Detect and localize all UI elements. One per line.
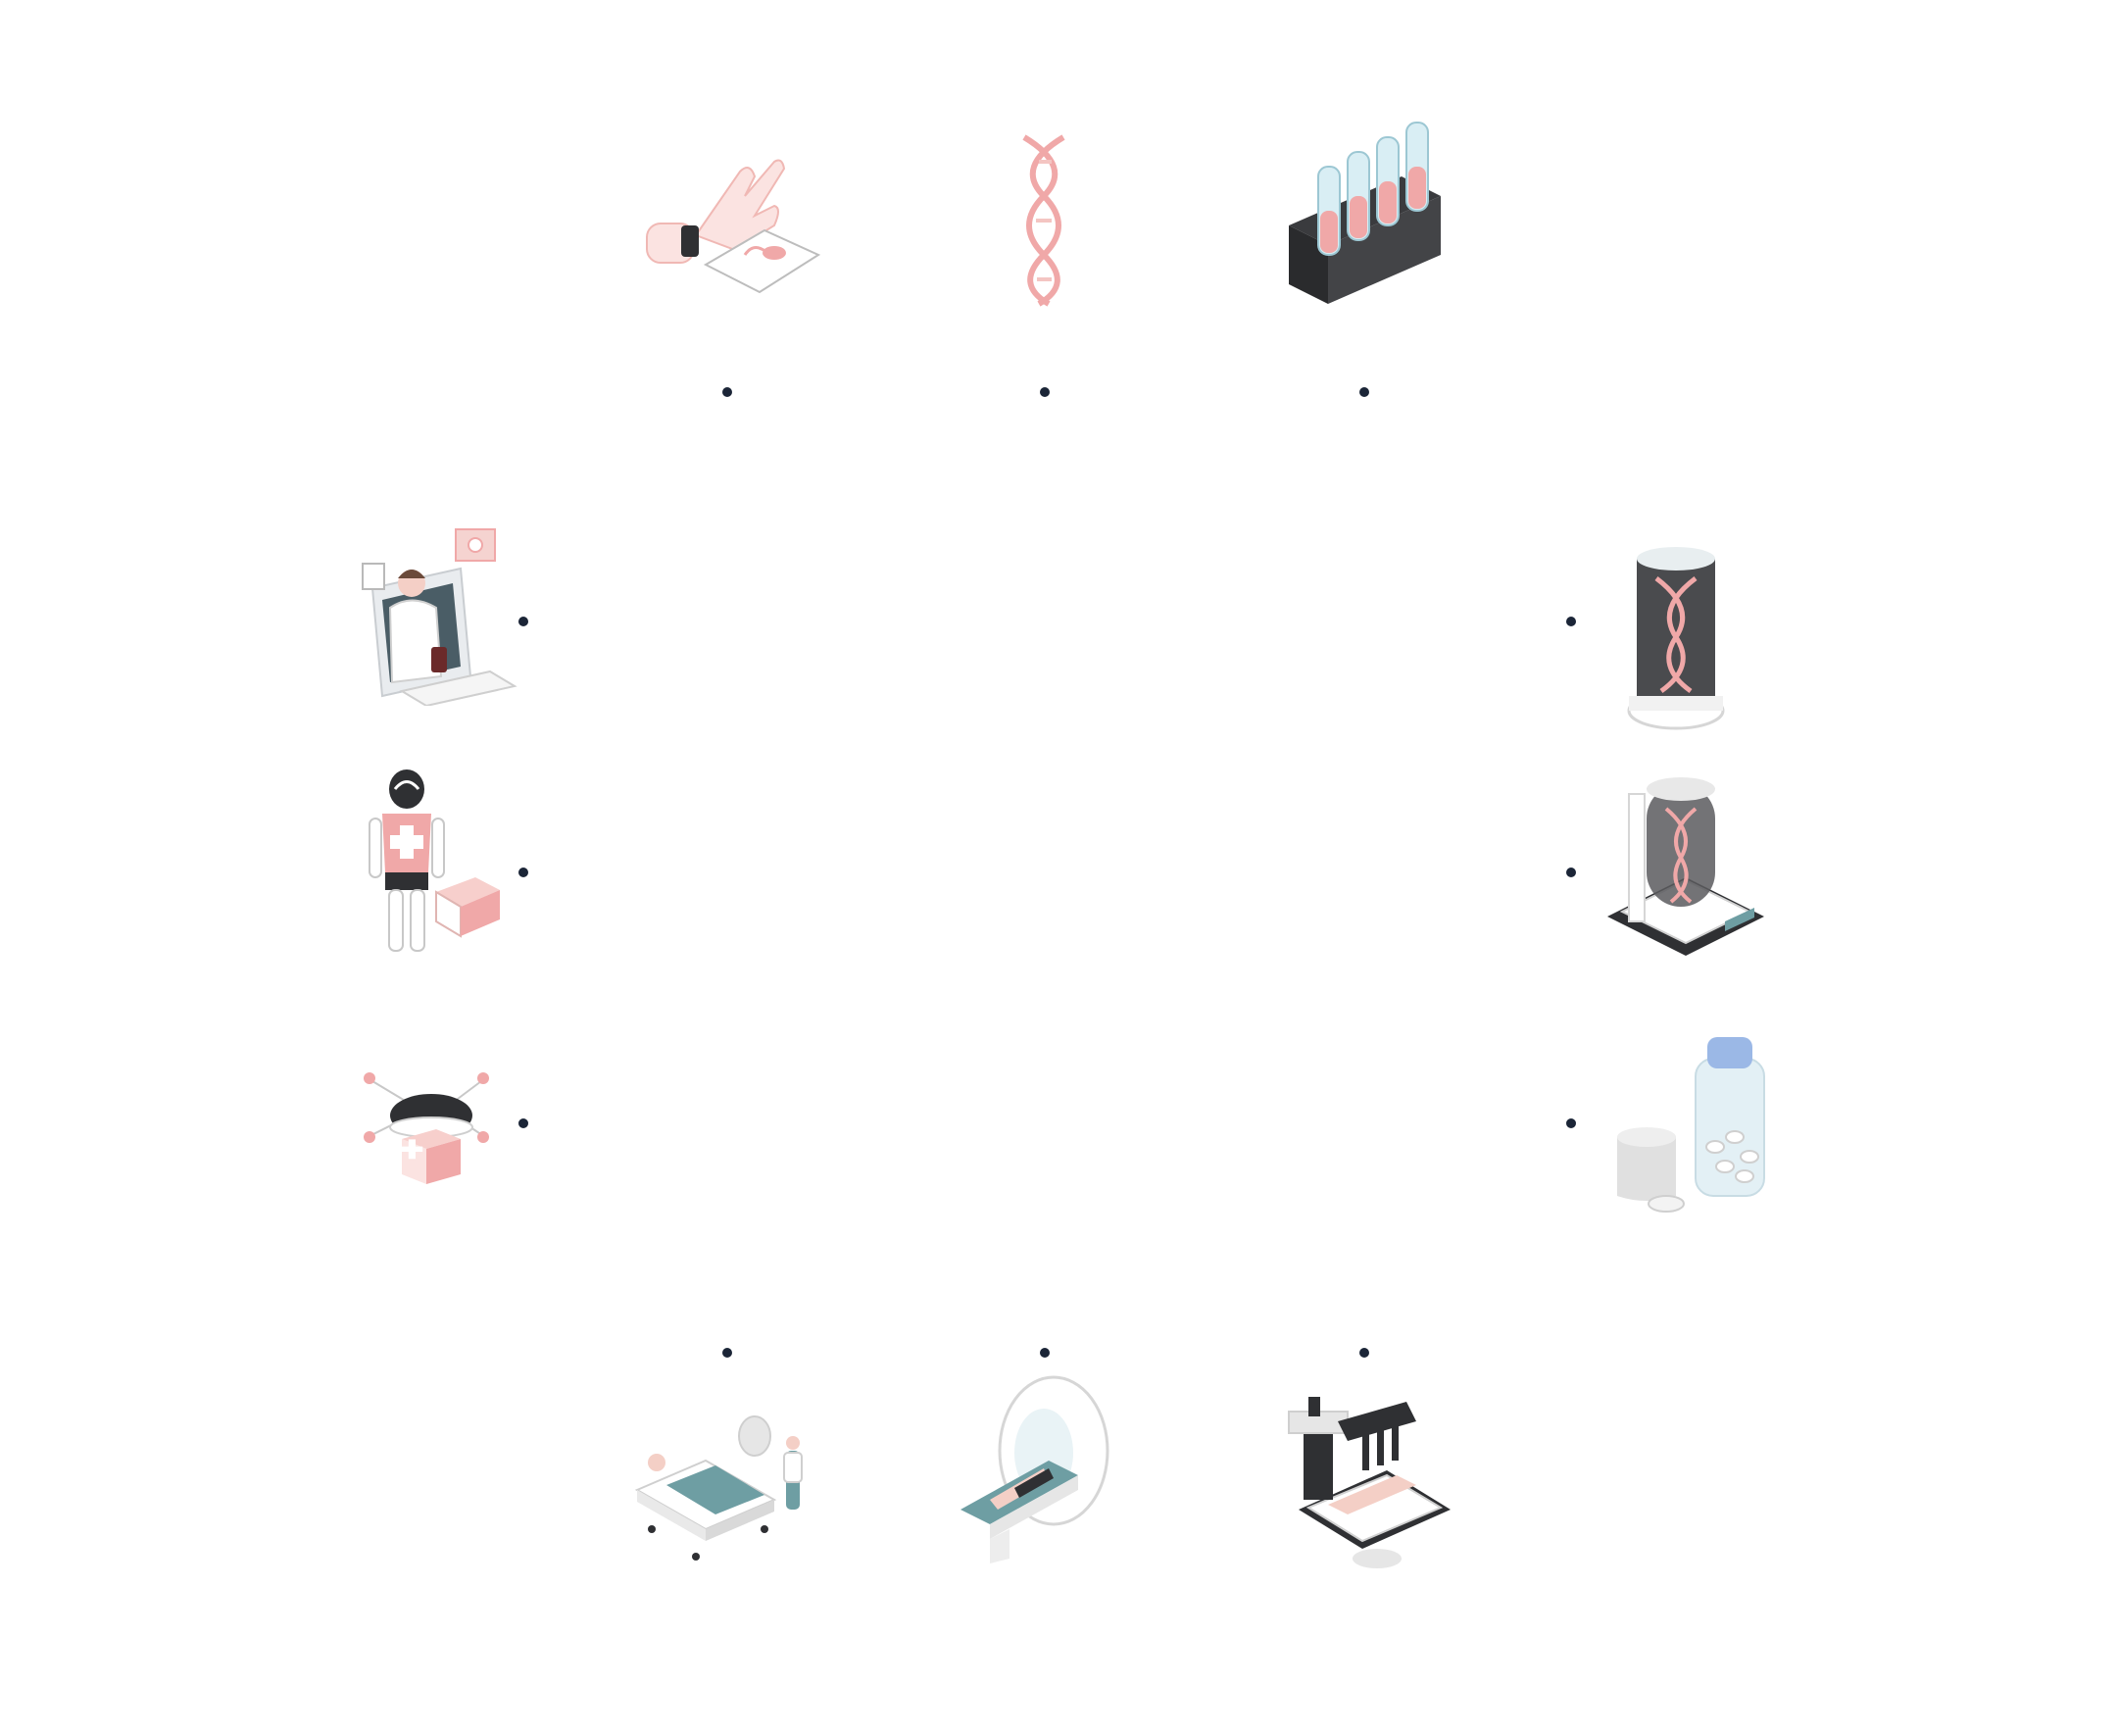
connector-dot — [1566, 617, 1576, 626]
connector-dot — [518, 1118, 528, 1128]
medical-drone-icon — [348, 1059, 544, 1255]
connector-dot — [1566, 868, 1576, 877]
test-tube-rack-icon — [1264, 108, 1460, 304]
connector-dot — [1566, 1118, 1576, 1128]
telemedicine-doctor-icon — [343, 510, 539, 706]
connector-dot — [1359, 1348, 1369, 1358]
connector-dot — [518, 617, 528, 626]
dna-capsule-icon — [1598, 539, 1794, 735]
connector-dot — [722, 1348, 732, 1358]
mri-scanner-icon — [951, 1372, 1147, 1568]
connector-dot — [722, 387, 732, 397]
connector-dot — [1359, 387, 1369, 397]
dna-strand-icon — [946, 118, 1142, 314]
dna-analyzer-icon — [1588, 765, 1784, 961]
pill-bottle-icon — [1607, 1029, 1803, 1225]
connector-dot — [1040, 387, 1050, 397]
connector-dot — [518, 868, 528, 877]
hospital-bed-icon — [627, 1392, 823, 1588]
connector-dot — [1040, 1348, 1050, 1358]
smartwatch-tablet-icon — [627, 118, 823, 314]
robotic-surgery-icon — [1269, 1382, 1465, 1578]
medical-robot-icon — [338, 765, 534, 961]
